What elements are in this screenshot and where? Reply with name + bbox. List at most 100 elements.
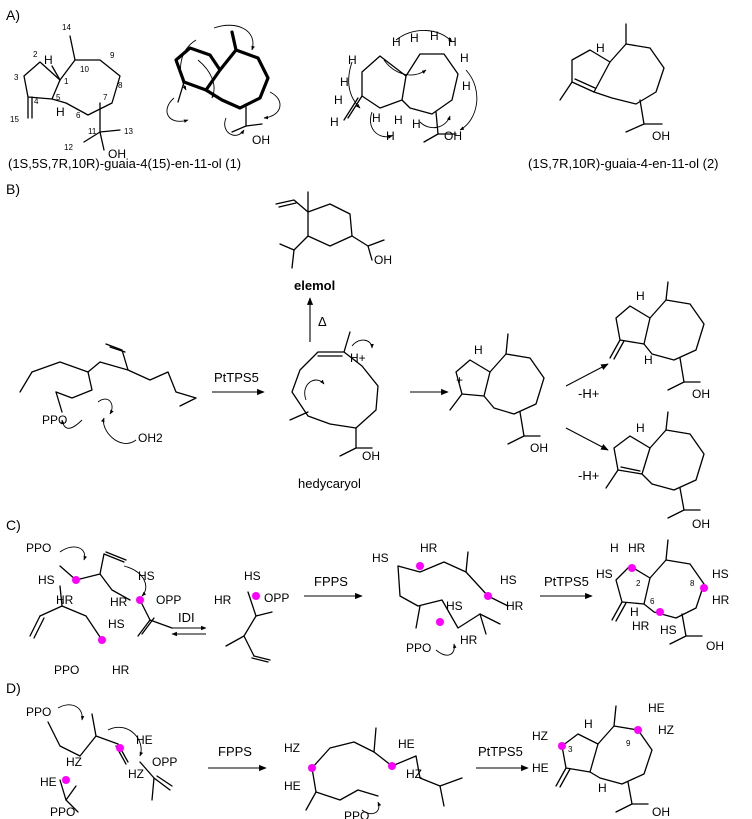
product-1-hydrogen-a: H (636, 289, 645, 303)
d-fpp-dot-1 (308, 764, 316, 772)
atom-number-12: 12 (64, 143, 73, 152)
d-fpp-he-1: HE (284, 779, 301, 793)
c-ipp-structure: HS HR OPP (214, 569, 289, 663)
c-fpp-dot-2 (484, 592, 492, 600)
c-ipp-hr: HR (214, 593, 232, 607)
d-product-h-2: H (598, 781, 607, 795)
b-heat-label: Δ (318, 314, 327, 329)
c-left-hr-1: HR (56, 593, 74, 607)
c-fpp-hs-1: HS (372, 551, 389, 565)
elemol-hydroxyl: OH (374, 253, 392, 267)
compound-1-hydroxyl: OH (108, 147, 126, 161)
c-product-hydroxyl: OH (706, 639, 724, 653)
c-left-hs-1: HS (38, 573, 55, 587)
c-left-ppo-1: PPO (26, 541, 51, 555)
section-label-d: D) (6, 680, 21, 696)
c-left-ppo-2: PPO (54, 663, 79, 677)
atom-number-8: 8 (118, 81, 123, 90)
b-enzyme-tps5-label: PtTPS5 (214, 370, 259, 385)
d-product-hz-2: HZ (658, 723, 674, 737)
noesy-hydroxyl: OH (444, 129, 462, 143)
atom-number-3: 3 (14, 73, 19, 82)
atom-number-5: 5 (56, 93, 61, 102)
fpp-structure: PPO OH2 (19, 343, 197, 445)
d-fpp-he-2: HE (398, 737, 415, 751)
product-2-hydrogen: H (636, 421, 645, 435)
c-label-dot-2 (136, 596, 144, 604)
product-2-hydroxyl: OH (692, 517, 710, 531)
guaiyl-cation-structure: H + OH (449, 333, 548, 455)
c-fpp-hs-2: HS (500, 573, 517, 587)
d-fpp-dot-2 (388, 762, 396, 770)
b-deprotonate-label-2: -H+ (578, 468, 599, 483)
c-left-precursors: PPO HS HR HS OPP HR HS PPO HR (26, 541, 181, 677)
atom-number-4: 4 (34, 97, 39, 106)
atom-number-11: 11 (88, 127, 97, 136)
c-label-dot-3 (98, 636, 106, 644)
c-fpp-hr-1: HR (420, 541, 438, 555)
d-label-dot-2 (116, 744, 124, 752)
c-product-hs-2: HS (712, 567, 729, 581)
d-product-structure: 3 9 HZ HE HE HZ H H OH (532, 701, 674, 819)
c-product-dot-2 (628, 564, 636, 572)
c-product-dot-8 (700, 584, 708, 592)
atom-number-1: 1 (64, 77, 69, 86)
c-fpp-hs-3: HS (446, 599, 463, 613)
atom-number-10: 10 (80, 65, 89, 74)
d-product-dot-9 (634, 726, 642, 734)
c-fpp-structure: HS HR HS HR HS HR PPO (372, 541, 524, 656)
c-fpp-dot-3 (436, 618, 444, 626)
cation-hydrogen: H (474, 343, 483, 357)
c-product-h-2: H (630, 605, 639, 619)
atom-number-14: 14 (62, 23, 71, 32)
hedycaryol-name: hedycaryol (298, 476, 361, 491)
fpp-diphosphate-label: PPO (42, 413, 67, 427)
d-product-dot-3 (558, 742, 566, 750)
c-enzyme-fpps-label: FPPS (314, 574, 348, 589)
atom-number-2: 2 (33, 50, 38, 59)
noesy-h-1: H (392, 35, 401, 49)
elemol-name: elemol (294, 278, 335, 293)
cation-charge: + (456, 373, 463, 387)
noesy-h-8: H (340, 75, 349, 89)
c-left-hr-3: HR (112, 663, 130, 677)
d-product-he-2: HE (648, 701, 665, 715)
c-fpp-ppo: PPO (406, 641, 431, 655)
d-product-h-1: H (584, 717, 593, 731)
c-fpp-dot-1 (416, 562, 424, 570)
noesy-h-3: H (430, 29, 439, 43)
d-left-ppo-1: PPO (26, 705, 51, 719)
c5-hydrogen: H (56, 105, 65, 119)
atom-number-9: 9 (110, 51, 115, 60)
noesy-h-7: H (348, 53, 357, 67)
c-ipp-hs: HS (244, 569, 261, 583)
c-product-h-1: H (610, 541, 619, 555)
compound-2-hydroxyl: OH (652, 129, 670, 143)
noesy-h-12: H (412, 117, 421, 131)
compound-2-hydrogen: H (596, 41, 605, 55)
c-label-dot-1 (72, 576, 80, 584)
section-label-a: A) (6, 7, 20, 23)
c-enzyme-idi-label: IDI (178, 610, 195, 625)
d-left-ppo-2: PPO (50, 805, 75, 819)
d-left-precursors: PPO HE HZ HZ HE OPP PPO (26, 704, 177, 819)
noesy-h-11: H (394, 113, 403, 127)
product-1-hydrogen-b: H (644, 353, 653, 367)
noesy-h-10: H (372, 111, 381, 125)
hedycaryol-structure: H+ OH (289, 331, 380, 463)
c-product-structure: 2 6 8 HR HS H HS HR HR HS H OH (596, 539, 730, 653)
d-product-he-1: HE (532, 761, 549, 775)
d-left-hz-2: HZ (66, 755, 82, 769)
noesy-h-4: H (448, 35, 457, 49)
c-left-hr-2: HR (110, 595, 128, 609)
hedycaryol-proton-label: H+ (350, 351, 366, 365)
d-fpp-ppo: PPO (344, 809, 369, 819)
d-product-position-9: 9 (626, 739, 631, 748)
noesy-h-2: H (410, 31, 419, 45)
hmbc-hydroxyl: OH (252, 133, 270, 147)
c-product-hr-2: HR (712, 593, 730, 607)
d-enzyme-tps5-label: PtTPS5 (478, 744, 523, 759)
c-product-position-6: 6 (650, 597, 655, 606)
d-fpp-structure: HZ HE HE HZ PPO (284, 727, 463, 819)
c-left-opp: OPP (156, 593, 181, 607)
